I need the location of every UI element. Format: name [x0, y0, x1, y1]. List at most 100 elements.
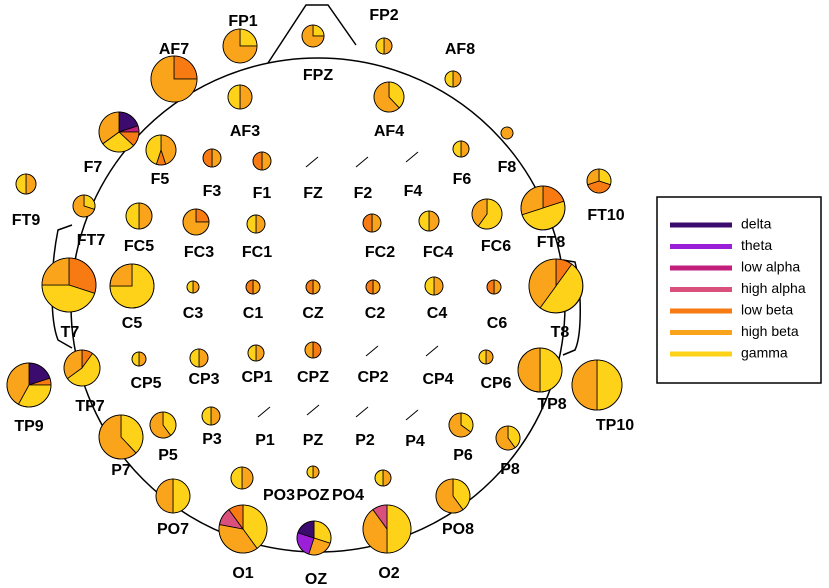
electrode-po7: PO7 [155, 478, 191, 538]
electrode-o1: O1 [218, 504, 268, 582]
legend-label-high-beta: high beta [741, 323, 799, 339]
electrode-fc6: FC6 [471, 198, 511, 255]
electrode-po3: PO3 [230, 466, 295, 504]
electrode-p4-empty-mark [405, 409, 419, 421]
electrode-label-fc5: FC5 [124, 238, 154, 255]
electrode-p5: P5 [149, 411, 178, 464]
nose-outline [267, 4, 357, 64]
electrode-c3-wedge-high-beta [192, 280, 200, 294]
electrode-label-o1: O1 [232, 565, 253, 582]
electrode-po8-outline [435, 478, 471, 514]
electrode-f8-outline [500, 126, 514, 140]
electrode-ft9: FT9 [12, 173, 41, 229]
electrode-fp2: FP2 [369, 7, 399, 55]
electrode-label-tp10: TP10 [596, 417, 634, 434]
electrode-label-p6: P6 [453, 447, 473, 464]
electrode-cp5: CP5 [130, 351, 162, 392]
electrode-c3-outline [186, 280, 200, 294]
electrode-ft7: FT7 [72, 194, 105, 249]
electrode-fc4-wedge-high-beta [428, 210, 440, 232]
electrode-tp8-wedge-gamma [539, 347, 563, 393]
electrode-label-c3: C3 [183, 305, 204, 322]
electrode-label-po3: PO3 [263, 487, 295, 504]
electrode-f2-empty-mark [355, 156, 369, 168]
electrode-po4-wedge-high-beta [382, 469, 392, 487]
electrode-f6: F6 [452, 140, 471, 188]
electrode-c6-wedge-low-beta [486, 279, 495, 295]
legend-label-low-beta: low beta [741, 302, 793, 318]
electrode-label-cp1: CP1 [241, 369, 272, 386]
electrode-af3: AF3 [227, 84, 260, 140]
electrode-po4-outline [374, 469, 392, 487]
electrode-tp10: TP10 [571, 359, 634, 434]
electrode-label-tp8: TP8 [537, 396, 566, 413]
electrode-af3-wedge-high-beta [239, 84, 253, 110]
electrode-label-f3: F3 [203, 183, 222, 200]
electrode-label-c6: C6 [487, 315, 508, 332]
electrode-label-fp2: FP2 [369, 7, 398, 24]
electrode-label-tp7: TP7 [75, 398, 104, 415]
electrode-tp7: TP7 [63, 349, 105, 415]
electrode-f1: F1 [252, 151, 271, 202]
electrode-cp6-outline [478, 349, 494, 365]
electrode-fc2: FC2 [362, 213, 395, 261]
electrode-fc1-outline [246, 214, 266, 234]
electrode-cpz-wedge-low-beta [312, 341, 322, 359]
electrode-fc5-wedge-high-beta [138, 202, 153, 230]
electrode-fc2-wedge-high-beta [371, 213, 382, 233]
electrode-af7-outline [150, 55, 198, 103]
electrode-cp5-wedge-gamma [131, 351, 140, 367]
electrode-o2-outline [362, 504, 412, 554]
electrode-label-fz: FZ [303, 185, 323, 202]
electrode-po4-wedge-gamma [374, 469, 384, 487]
electrode-fpz-outline [301, 24, 325, 48]
electrode-po3-wedge-gamma [230, 466, 243, 490]
electrode-p2-empty-mark [355, 406, 369, 418]
electrode-fc5-outline [125, 202, 153, 230]
electrode-fc4-outline [418, 210, 440, 232]
electrode-label-ft10: FT10 [587, 207, 624, 224]
electrode-label-fc3: FC3 [184, 244, 214, 261]
electrode-fc2-wedge-low-beta [362, 213, 373, 233]
electrode-f2: F2 [354, 156, 372, 202]
electrode-c4-wedge-high-beta [433, 276, 444, 296]
electrode-af8-outline [444, 70, 462, 88]
electrode-label-p5: P5 [158, 447, 178, 464]
electrode-c4: C4 [424, 276, 448, 322]
electrode-ft9-wedge-high-beta [25, 173, 37, 195]
electrode-label-f8: F8 [498, 159, 517, 176]
electrode-label-p3: P3 [202, 431, 222, 448]
electrode-c6-outline [486, 279, 502, 295]
electrode-fc1-wedge-gamma [246, 214, 257, 234]
electrode-tp9-outline [6, 362, 52, 408]
electrode-label-t8: T8 [551, 324, 570, 341]
electrode-fp2-wedge-high-beta [383, 37, 393, 55]
electrode-f8: F8 [498, 126, 517, 176]
electrode-cz-wedge-high-beta [312, 279, 321, 295]
electrode-label-cpz: CPZ [297, 369, 329, 386]
electrode-c2-wedge-low-beta [365, 279, 374, 295]
electrode-tp10-outline [571, 359, 623, 411]
electrode-cp1-wedge-gamma [247, 344, 257, 362]
electrode-label-t7: T7 [61, 324, 80, 341]
electrode-p8: P8 [495, 425, 521, 478]
electrode-label-ft8: FT8 [537, 234, 566, 251]
electrode-f7: F7 [84, 111, 140, 176]
electrode-fc4: FC4 [418, 210, 453, 261]
electrode-cp1-wedge-high-beta [255, 344, 265, 362]
electrode-af8-wedge-gamma [444, 70, 454, 88]
legend-label-theta: theta [741, 237, 772, 253]
electrode-label-cp2: CP2 [357, 369, 388, 386]
electrode-label-cp3: CP3 [188, 371, 219, 388]
electrode-c5-outline [109, 263, 155, 309]
electrode-label-c4: C4 [427, 305, 448, 322]
electrode-p8-outline [495, 425, 521, 451]
electrode-label-af3: AF3 [230, 123, 260, 140]
electrode-label-ft9: FT9 [12, 212, 41, 229]
electrode-af4-outline [373, 81, 405, 113]
electrode-f3: F3 [202, 148, 222, 200]
electrode-label-p4: P4 [405, 433, 425, 450]
